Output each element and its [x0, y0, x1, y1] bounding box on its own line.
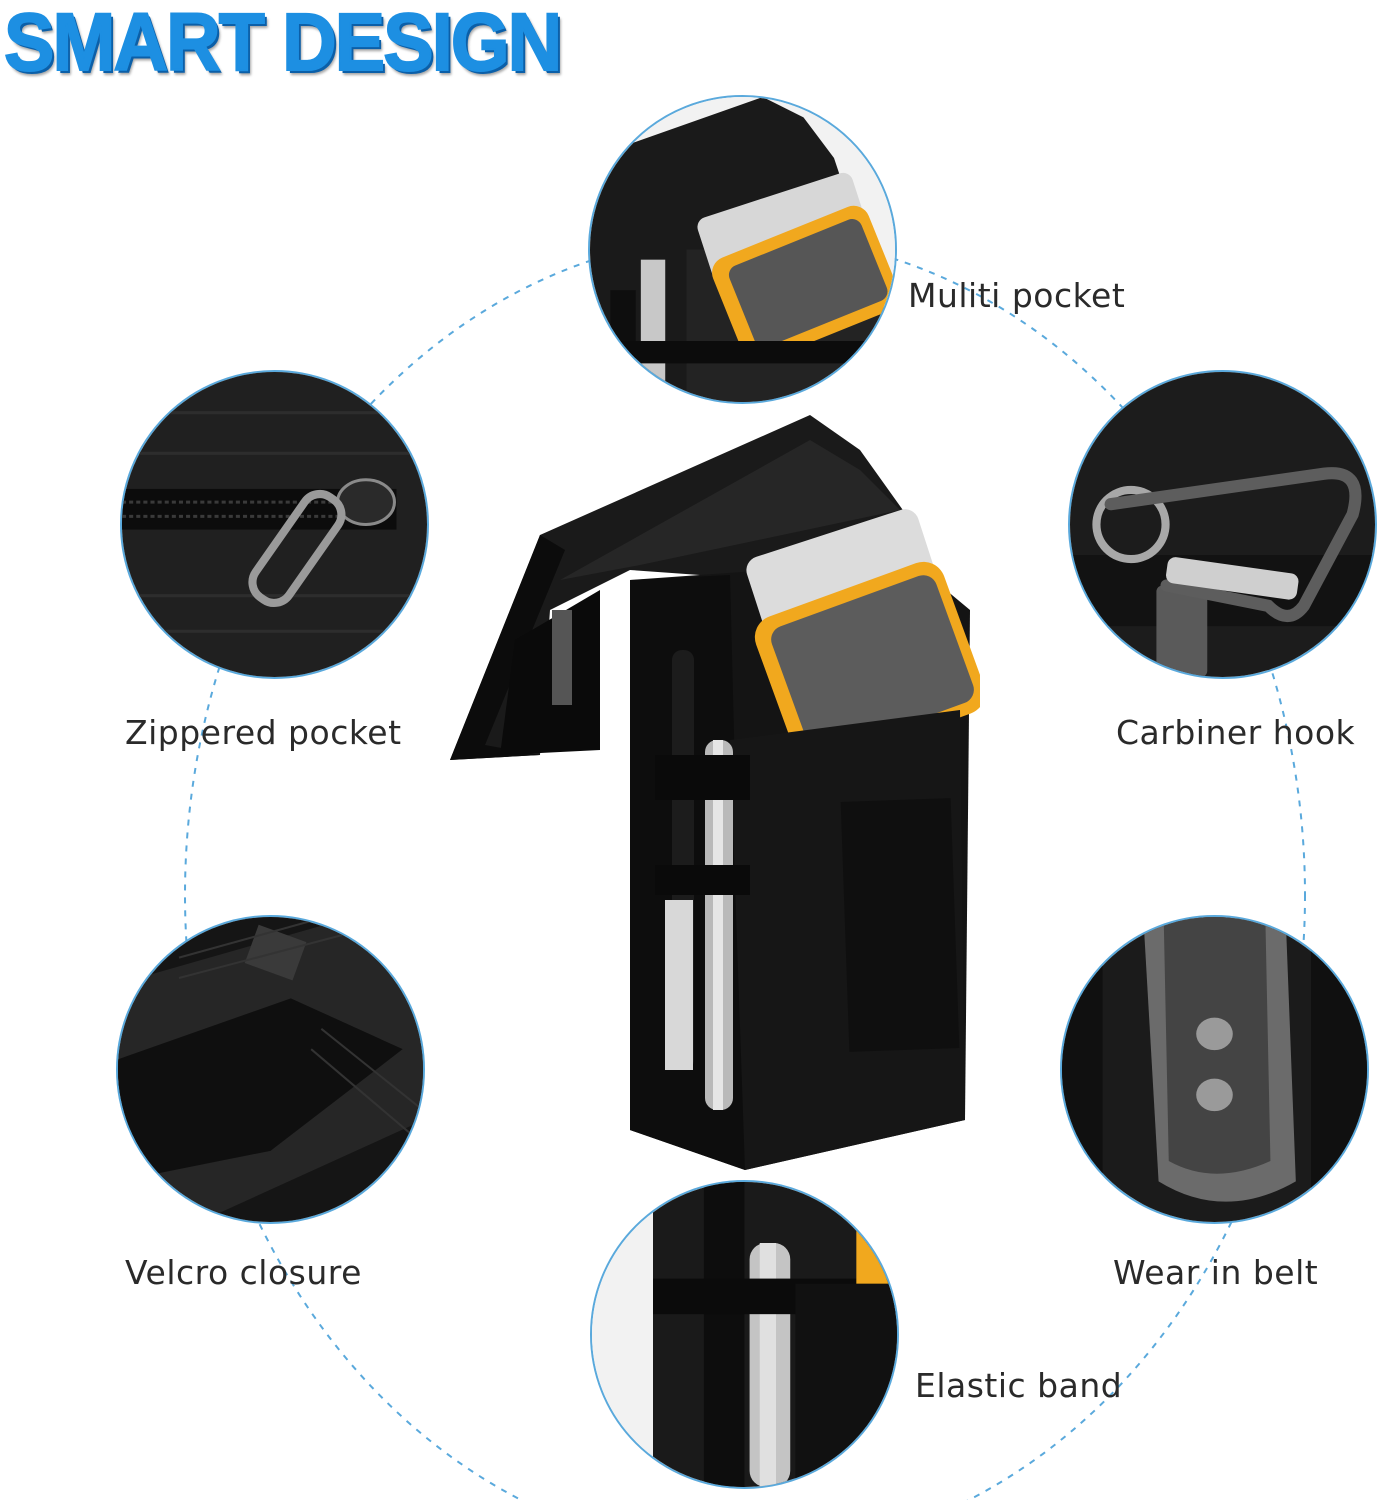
zippered-pocket-label: Zippered pocket	[125, 713, 402, 752]
wear-in-belt-label: Wear in belt	[1113, 1253, 1319, 1292]
page-title: SMART DESIGN	[3, 0, 563, 89]
velcro-closure-label: Velcro closure	[125, 1253, 362, 1292]
carabiner-photo	[1068, 370, 1377, 679]
velcro-photo	[116, 915, 425, 1224]
multi-pocket-photo	[588, 95, 897, 404]
multi-pocket-label: Muliti pocket	[908, 276, 1126, 315]
holster-pouch-product-image	[440, 410, 980, 1180]
elastic-band-photo	[590, 1180, 899, 1489]
belt-clip-photo	[1060, 915, 1369, 1224]
elastic-band-label: Elastic band	[915, 1366, 1123, 1405]
zipper-photo	[120, 370, 429, 679]
carabiner-hook-label: Carbiner hook	[1116, 713, 1356, 752]
